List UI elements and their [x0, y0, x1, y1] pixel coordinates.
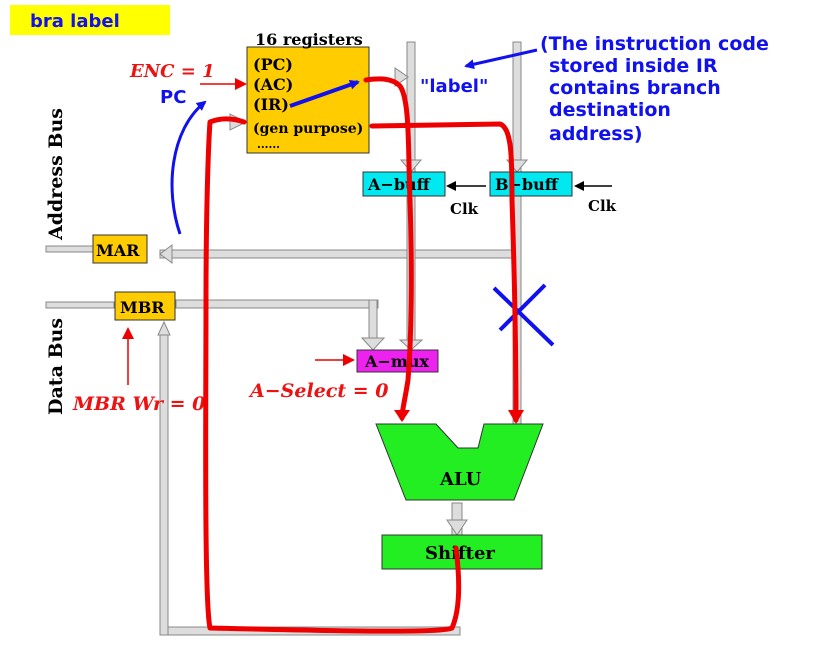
arrow-up-to-mbr [157, 320, 171, 336]
note-line-5: address) [549, 123, 643, 145]
b-bus-top [512, 41, 522, 173]
register-gen-purpose: (gen purpose) [253, 121, 363, 137]
shifter-label: Shifter [425, 543, 495, 564]
b-buff-box [489, 171, 573, 197]
mbr-to-mux-bus [175, 299, 379, 309]
ir-blue-arrow [289, 79, 360, 108]
note-line-4: destination [549, 99, 671, 121]
mar-input-bus [159, 249, 516, 259]
note-line-1: (The instruction code [540, 33, 769, 55]
data-bus-label: Data Bus [45, 318, 67, 415]
mbr-box [114, 291, 176, 321]
clk-b-label: Clk [588, 197, 617, 215]
data-bus-line [45, 301, 115, 309]
title-text: bra label [30, 11, 120, 32]
active-path [203, 76, 519, 634]
a-mux-label: A−mux [364, 352, 429, 371]
disabled-cross-1 [492, 286, 555, 347]
pc-label: PC [160, 87, 186, 108]
a-buff-box [362, 171, 446, 197]
clk-a-label: Clk [450, 200, 479, 218]
pc-blue-arrow [170, 100, 207, 235]
a-select-label: A−Select = 0 [248, 380, 389, 402]
mbr-label: MBR [120, 298, 165, 317]
register-ir: (IR) [253, 95, 289, 114]
note-line-2: stored inside IR [549, 55, 718, 77]
register-pc: (PC) [253, 55, 293, 74]
path-gp-to-alu [369, 121, 519, 423]
red-arrowhead-a [394, 410, 410, 422]
red-arrowhead-b [508, 410, 524, 424]
alu-shape [375, 423, 544, 501]
arrow-to-mar [159, 244, 173, 264]
mar-box [92, 234, 148, 264]
title-box [10, 5, 170, 35]
enc-label: ENC = 1 [129, 61, 215, 82]
shifter-box [381, 534, 543, 570]
left-feedback-bus [159, 334, 169, 636]
register-ac: (AC) [253, 75, 293, 94]
path-shifter-to-pc [203, 116, 462, 634]
address-bus-label: Address Bus [45, 108, 67, 241]
disabled-cross-2 [498, 283, 547, 332]
b-buff-label: B−buff [495, 175, 559, 194]
arrow-to-a-mux [360, 337, 386, 351]
mux-input-bus [368, 299, 378, 339]
path-ac-to-alu [363, 76, 414, 421]
registers-heading: 16 registers [255, 30, 363, 49]
mbr-wr-label: MBR Wr = 0 [72, 393, 205, 415]
arrow-to-shifter [446, 519, 468, 536]
mar-label: MAR [96, 241, 140, 260]
register-more: ...... [257, 138, 280, 151]
address-bus-line [45, 245, 95, 253]
note-line-3: contains branch [549, 77, 721, 99]
a-mux-box [356, 349, 439, 373]
note-arrow [464, 48, 538, 70]
a-buff-label: A−buff [367, 175, 431, 194]
label-quote: "label" [420, 76, 488, 97]
alu-label: ALU [439, 469, 482, 490]
